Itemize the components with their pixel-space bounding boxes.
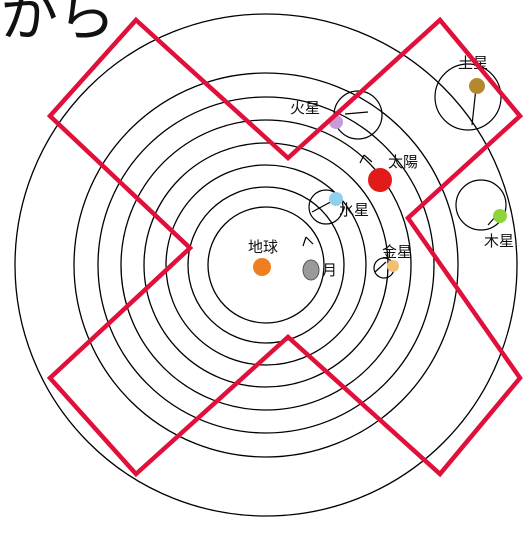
arrow-moon — [302, 236, 314, 247]
orbit-jupiter — [97, 96, 435, 434]
orbit-mercury — [187, 186, 345, 344]
arrow-mars — [344, 111, 369, 115]
orbit-moon — [207, 206, 325, 324]
epicycle-saturn — [434, 63, 502, 131]
arrow-venus — [374, 261, 387, 273]
label-jupiter: 木星 — [484, 232, 514, 250]
label-mars: 火星 — [290, 99, 320, 117]
moon-dot — [302, 259, 320, 281]
sun-dot — [368, 168, 392, 192]
label-sun: 太陽 — [388, 153, 418, 171]
jupiter-dot — [493, 209, 507, 223]
cross-mark-left — [46, 16, 524, 478]
label-moon: 月 — [322, 261, 337, 279]
orbit-saturn — [73, 72, 459, 458]
label-earth: 地球 — [248, 238, 278, 256]
label-venus: 金星 — [382, 243, 412, 261]
red-x-icon — [46, 16, 524, 478]
header-text: から — [0, 0, 117, 49]
earth-dot — [253, 258, 271, 276]
orbit-mars — [120, 119, 412, 411]
label-mercury: 水星 — [339, 201, 369, 219]
venus-dot — [387, 260, 399, 272]
orbit-rings — [14, 13, 518, 517]
orbit-venus — [165, 164, 367, 366]
mercury-dot — [329, 192, 343, 206]
epicycle-jupiter — [455, 179, 507, 231]
arrow-sun — [359, 154, 373, 164]
arrow-saturn — [471, 87, 477, 126]
epicycle-mercury — [308, 189, 344, 225]
saturn-dot — [469, 78, 485, 94]
orbit-stars — [14, 13, 518, 517]
